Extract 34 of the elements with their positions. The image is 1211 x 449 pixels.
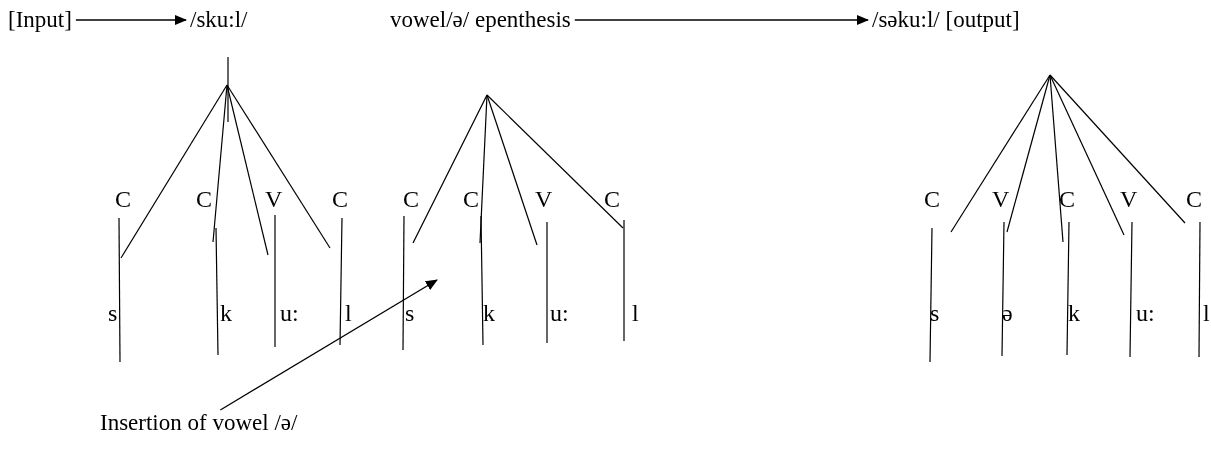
- arrow: [75, 15, 187, 25]
- cv-slot-label: C: [924, 186, 940, 212]
- arrow: [574, 15, 869, 25]
- cv-slot-label: C: [1186, 186, 1202, 212]
- phonetic-label: vowel/ə/ epenthesis: [390, 7, 571, 33]
- segment-label: s: [108, 300, 118, 326]
- segment-label: l: [345, 300, 352, 326]
- cv-slot-label: C: [332, 186, 348, 212]
- phonetic-label: [Input]: [8, 7, 72, 33]
- cv-slot-label: C: [1059, 186, 1075, 212]
- cv-slot-label: C: [604, 186, 620, 212]
- phonetic-label: /səku:l/ [output]: [872, 7, 1020, 33]
- cv-slot-label: C: [196, 186, 212, 212]
- segment-label: k: [1068, 300, 1080, 326]
- cv-slot-label: C: [403, 186, 419, 212]
- cv-slot-label: V: [265, 186, 283, 212]
- phonetic-label: /sku:l/: [190, 7, 248, 33]
- segment-label: k: [483, 300, 495, 326]
- segment-label: s: [405, 300, 415, 326]
- segment-label: u:: [280, 300, 299, 326]
- cv-slot-label: C: [463, 186, 479, 212]
- segment-label: l: [1203, 300, 1210, 326]
- cv-slot-label: V: [535, 186, 553, 212]
- segment-label: u:: [1136, 300, 1155, 326]
- annotation-text: Insertion of vowel /ə/: [100, 410, 298, 436]
- segment-label: ə: [1002, 300, 1013, 326]
- segment-label: k: [220, 300, 232, 326]
- arrow: [219, 279, 438, 411]
- cv-slot-label: V: [1120, 186, 1138, 212]
- cv-slot-label: C: [115, 186, 131, 212]
- segment-label: l: [632, 300, 639, 326]
- cv-slot-label: V: [992, 186, 1010, 212]
- segment-label: s: [930, 300, 940, 326]
- segment-label: u:: [550, 300, 569, 326]
